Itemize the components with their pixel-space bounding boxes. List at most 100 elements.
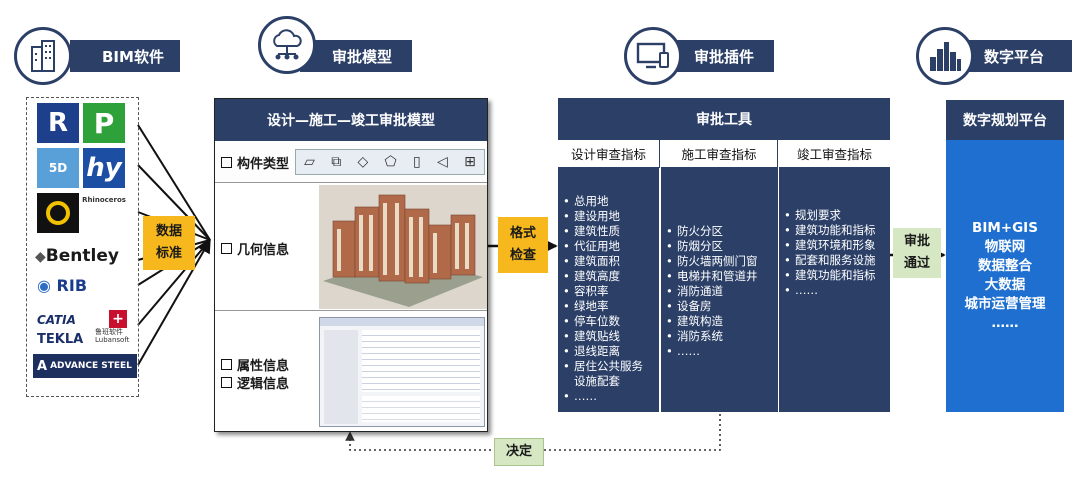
luban-logo: +: [109, 310, 127, 328]
cloud-network-icon: [258, 16, 316, 74]
geometry-label: 几何信息: [221, 239, 289, 258]
list-item: 容积率: [563, 284, 659, 299]
slab-icon[interactable]: ◇: [357, 154, 369, 170]
navisworks-logo: 5D: [37, 148, 79, 188]
list-item: 防火分区: [666, 224, 778, 239]
checkbox-icon: [221, 243, 232, 254]
platform-body: BIM+GIS 物联网 数据整合 大数据 城市运营管理 ……: [946, 140, 1064, 412]
platform-item: 大数据: [984, 277, 1026, 293]
wall-icon[interactable]: ▱: [304, 154, 315, 170]
roof-icon[interactable]: ⬠: [384, 154, 397, 170]
data-standard-line2: 标准: [155, 246, 182, 261]
revit-logo: R: [37, 103, 79, 143]
section-model-text: 审批模型: [332, 47, 393, 66]
construction-header-text: 施工审查指标: [681, 147, 757, 162]
geometry-text: 几何信息: [237, 243, 290, 258]
completion-header-text: 竣工审查指标: [796, 147, 872, 162]
list-item: 建筑性质: [563, 224, 659, 239]
tekla-text: TEKLA: [37, 332, 84, 347]
list-item: 建筑功能和指标: [784, 223, 882, 238]
construction-column: 防火分区 防烟分区 防火墙两侧门窗 电梯井和管道井 消防通道 设备房 建筑构造 …: [661, 168, 778, 412]
logic-text: 逻辑信息: [237, 377, 290, 392]
approval-pass-badge: 审批 通过: [893, 228, 941, 278]
section-bim-text: BIM软件: [102, 47, 164, 66]
door-icon[interactable]: ▯: [413, 154, 421, 170]
format-check-line2: 检查: [509, 248, 536, 263]
column-header-construction: 施工审查指标: [661, 140, 778, 168]
advance-steel-text: ADVANCE STEEL: [50, 361, 132, 371]
rhino-text: Rhinoceros: [82, 196, 126, 204]
bentley-logo: ◆Bentley: [35, 246, 119, 266]
monitor-icon: [624, 27, 682, 85]
city-skyline-icon: [916, 27, 974, 85]
list-item: 代征用地: [563, 239, 659, 254]
dialog-titlebar: [320, 318, 484, 326]
platform-item: 物联网: [984, 239, 1026, 255]
list-item: 设备房: [666, 299, 778, 314]
stair-icon[interactable]: ⧉: [331, 154, 342, 170]
section-platform-text: 数字平台: [984, 47, 1045, 66]
checkbox-icon: [221, 157, 232, 168]
rib-logo: ◉ RIB: [37, 276, 88, 295]
decision-text: 决定: [505, 444, 532, 459]
luban-text-block: 鲁班软件 Lubansoft: [95, 328, 129, 344]
column-header-completion: 竣工审查指标: [779, 140, 890, 168]
logic-label: 逻辑信息: [221, 373, 289, 392]
data-standard-line1: 数据: [155, 224, 182, 239]
decision-badge: 决定: [494, 438, 544, 466]
catia-text: CATIA: [37, 313, 76, 327]
property-dialog-screenshot: [319, 317, 485, 427]
platform-title: 数字规划平台: [946, 100, 1064, 140]
component-type-text: 构件类型: [237, 157, 290, 172]
hy-logo: hy: [83, 148, 125, 188]
list-item: 建筑高度: [563, 269, 659, 284]
bentley-text: Bentley: [45, 246, 119, 266]
section-label-bim: BIM软件: [70, 40, 180, 72]
column-header-design: 设计审查指标: [558, 140, 660, 168]
tool-title-text: 审批工具: [696, 112, 752, 128]
list-item: 电梯井和管道井: [666, 269, 778, 284]
luban-en-text: Lubansoft: [95, 336, 130, 344]
list-item: 建筑面积: [563, 254, 659, 269]
list-item: 配套和服务设施: [784, 253, 882, 268]
approval-pass-line1: 审批: [903, 234, 930, 249]
approval-model-panel: 设计—施工—竣工审批模型 构件类型 ▱ ⧉ ◇ ⬠ ▯ ◁ ⊞ 几何信息: [214, 98, 488, 432]
list-item: 建筑贴线: [563, 329, 659, 344]
approval-tool-panel: 审批工具 设计审查指标 施工审查指标 竣工审查指标 总用地 建设用地 建筑性质 …: [558, 98, 890, 414]
list-item: 建筑构造: [666, 314, 778, 329]
model-panel-title: 设计—施工—竣工审批模型: [215, 99, 487, 141]
approval-pass-line2: 通过: [903, 256, 930, 271]
data-standard-badge: 数据 标准: [143, 216, 195, 270]
luban-cn-text: 鲁班软件: [95, 328, 123, 336]
building-icon: [14, 27, 72, 85]
platform-item: 数据整合: [978, 258, 1032, 274]
section-label-model: 审批模型: [300, 40, 412, 72]
platform-title-text: 数字规划平台: [963, 113, 1047, 129]
checkbox-icon: [221, 377, 232, 388]
design-column: 总用地 建设用地 建筑性质 代征用地 建筑面积 建筑高度 容积率 绿地率 停车位…: [558, 168, 659, 412]
list-item: 建筑环境和形象: [784, 238, 882, 253]
format-check-line1: 格式: [509, 226, 536, 241]
geometry-row: 几何信息: [215, 183, 487, 311]
platform-item: 城市运营管理: [964, 296, 1046, 312]
list-item: 停车位数: [563, 314, 659, 329]
dialog-table: [362, 330, 480, 392]
list-item: 建设用地: [563, 209, 659, 224]
component-toolbar: ▱ ⧉ ◇ ⬠ ▯ ◁ ⊞: [295, 149, 485, 175]
model-panel-title-text: 设计—施工—竣工审批模型: [267, 113, 435, 129]
pkpm-logo: P: [83, 103, 125, 143]
format-check-badge: 格式 检查: [498, 217, 548, 273]
attribute-logic-row: 属性信息 逻辑信息: [215, 311, 487, 431]
list-item: 总用地: [563, 194, 659, 209]
platform-item: ……: [991, 315, 1019, 331]
tekla-logo: TEKLA: [37, 332, 83, 347]
catia-logo: CATIA: [37, 313, 76, 327]
list-item: 防烟分区: [666, 239, 778, 254]
list-item: 退线距离: [563, 344, 659, 359]
window-icon[interactable]: ◁: [437, 154, 448, 170]
completion-column: 规划要求 建筑功能和指标 建筑环境和形象 配套和服务设施 建筑功能和指标 ……: [779, 168, 890, 412]
platform-item: BIM+GIS: [972, 220, 1038, 236]
tool-title: 审批工具: [558, 98, 890, 140]
list-item: ……: [563, 389, 659, 404]
grid-icon[interactable]: ⊞: [464, 154, 476, 170]
